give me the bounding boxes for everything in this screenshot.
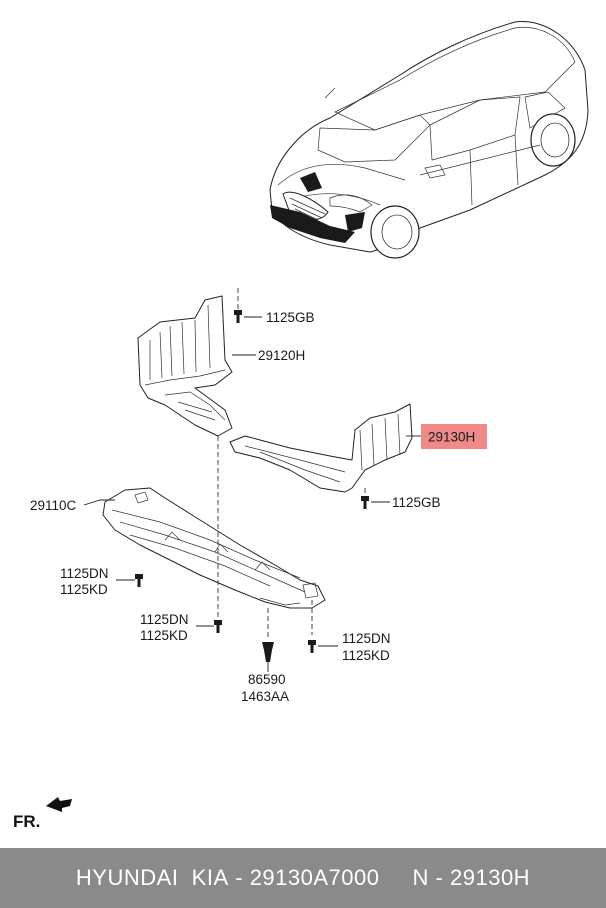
label-1125gb-right: 1125GB — [392, 495, 441, 510]
label-1463aa: 1463AA — [241, 689, 289, 704]
fasteners — [135, 310, 369, 662]
highlight-box-29130h — [421, 424, 487, 449]
part-29110c-drawing — [102, 487, 326, 609]
front-arrow-icon — [46, 797, 72, 812]
footer-separator-2: - — [428, 865, 450, 890]
bolt-right-icon — [361, 496, 369, 509]
label-1125dn-right: 1125DN — [342, 631, 391, 646]
label-29120h: 29120H — [258, 348, 305, 363]
car-illustration — [269, 21, 589, 259]
footer-gap — [379, 865, 412, 891]
label-1125dn-mid: 1125DN — [140, 612, 189, 627]
label-29110c: 29110C — [30, 498, 77, 513]
bolt-right-low-icon — [308, 640, 316, 653]
clip-icon — [262, 642, 274, 662]
bolt-mid-icon — [214, 620, 222, 633]
footer-ref-code: 29130H — [450, 865, 531, 890]
label-1125kd-mid: 1125KD — [140, 628, 188, 643]
label-29130h: 29130H — [428, 430, 475, 445]
label-1125gb-top: 1125GB — [266, 310, 315, 325]
bolt-top-icon — [234, 310, 242, 323]
footer-brand: HYUNDAI KIA — [75, 865, 229, 890]
label-1125kd-left: 1125KD — [60, 582, 108, 597]
part-number-footer: HYUNDAI KIA - 29130A7000 N - 29130H — [0, 848, 606, 908]
label-1125dn-left: 1125DN — [60, 566, 109, 581]
front-orientation-label: FR. — [13, 812, 40, 831]
part-29130h-drawing — [229, 403, 413, 493]
assembly-lines — [217, 288, 366, 640]
footer-separator: - — [228, 865, 250, 890]
part-29120h-drawing — [137, 295, 233, 437]
bolt-left-icon — [135, 574, 143, 587]
label-1125kd-right: 1125KD — [342, 648, 390, 663]
parts-diagram: 1125GB 29120H 29130H 1125GB 29110C 1125D… — [13, 21, 589, 831]
leader-lines — [83, 316, 422, 672]
footer-part-number: 29130A7000 — [249, 865, 380, 890]
label-86590: 86590 — [248, 672, 286, 687]
footer-ref: N — [412, 865, 429, 890]
